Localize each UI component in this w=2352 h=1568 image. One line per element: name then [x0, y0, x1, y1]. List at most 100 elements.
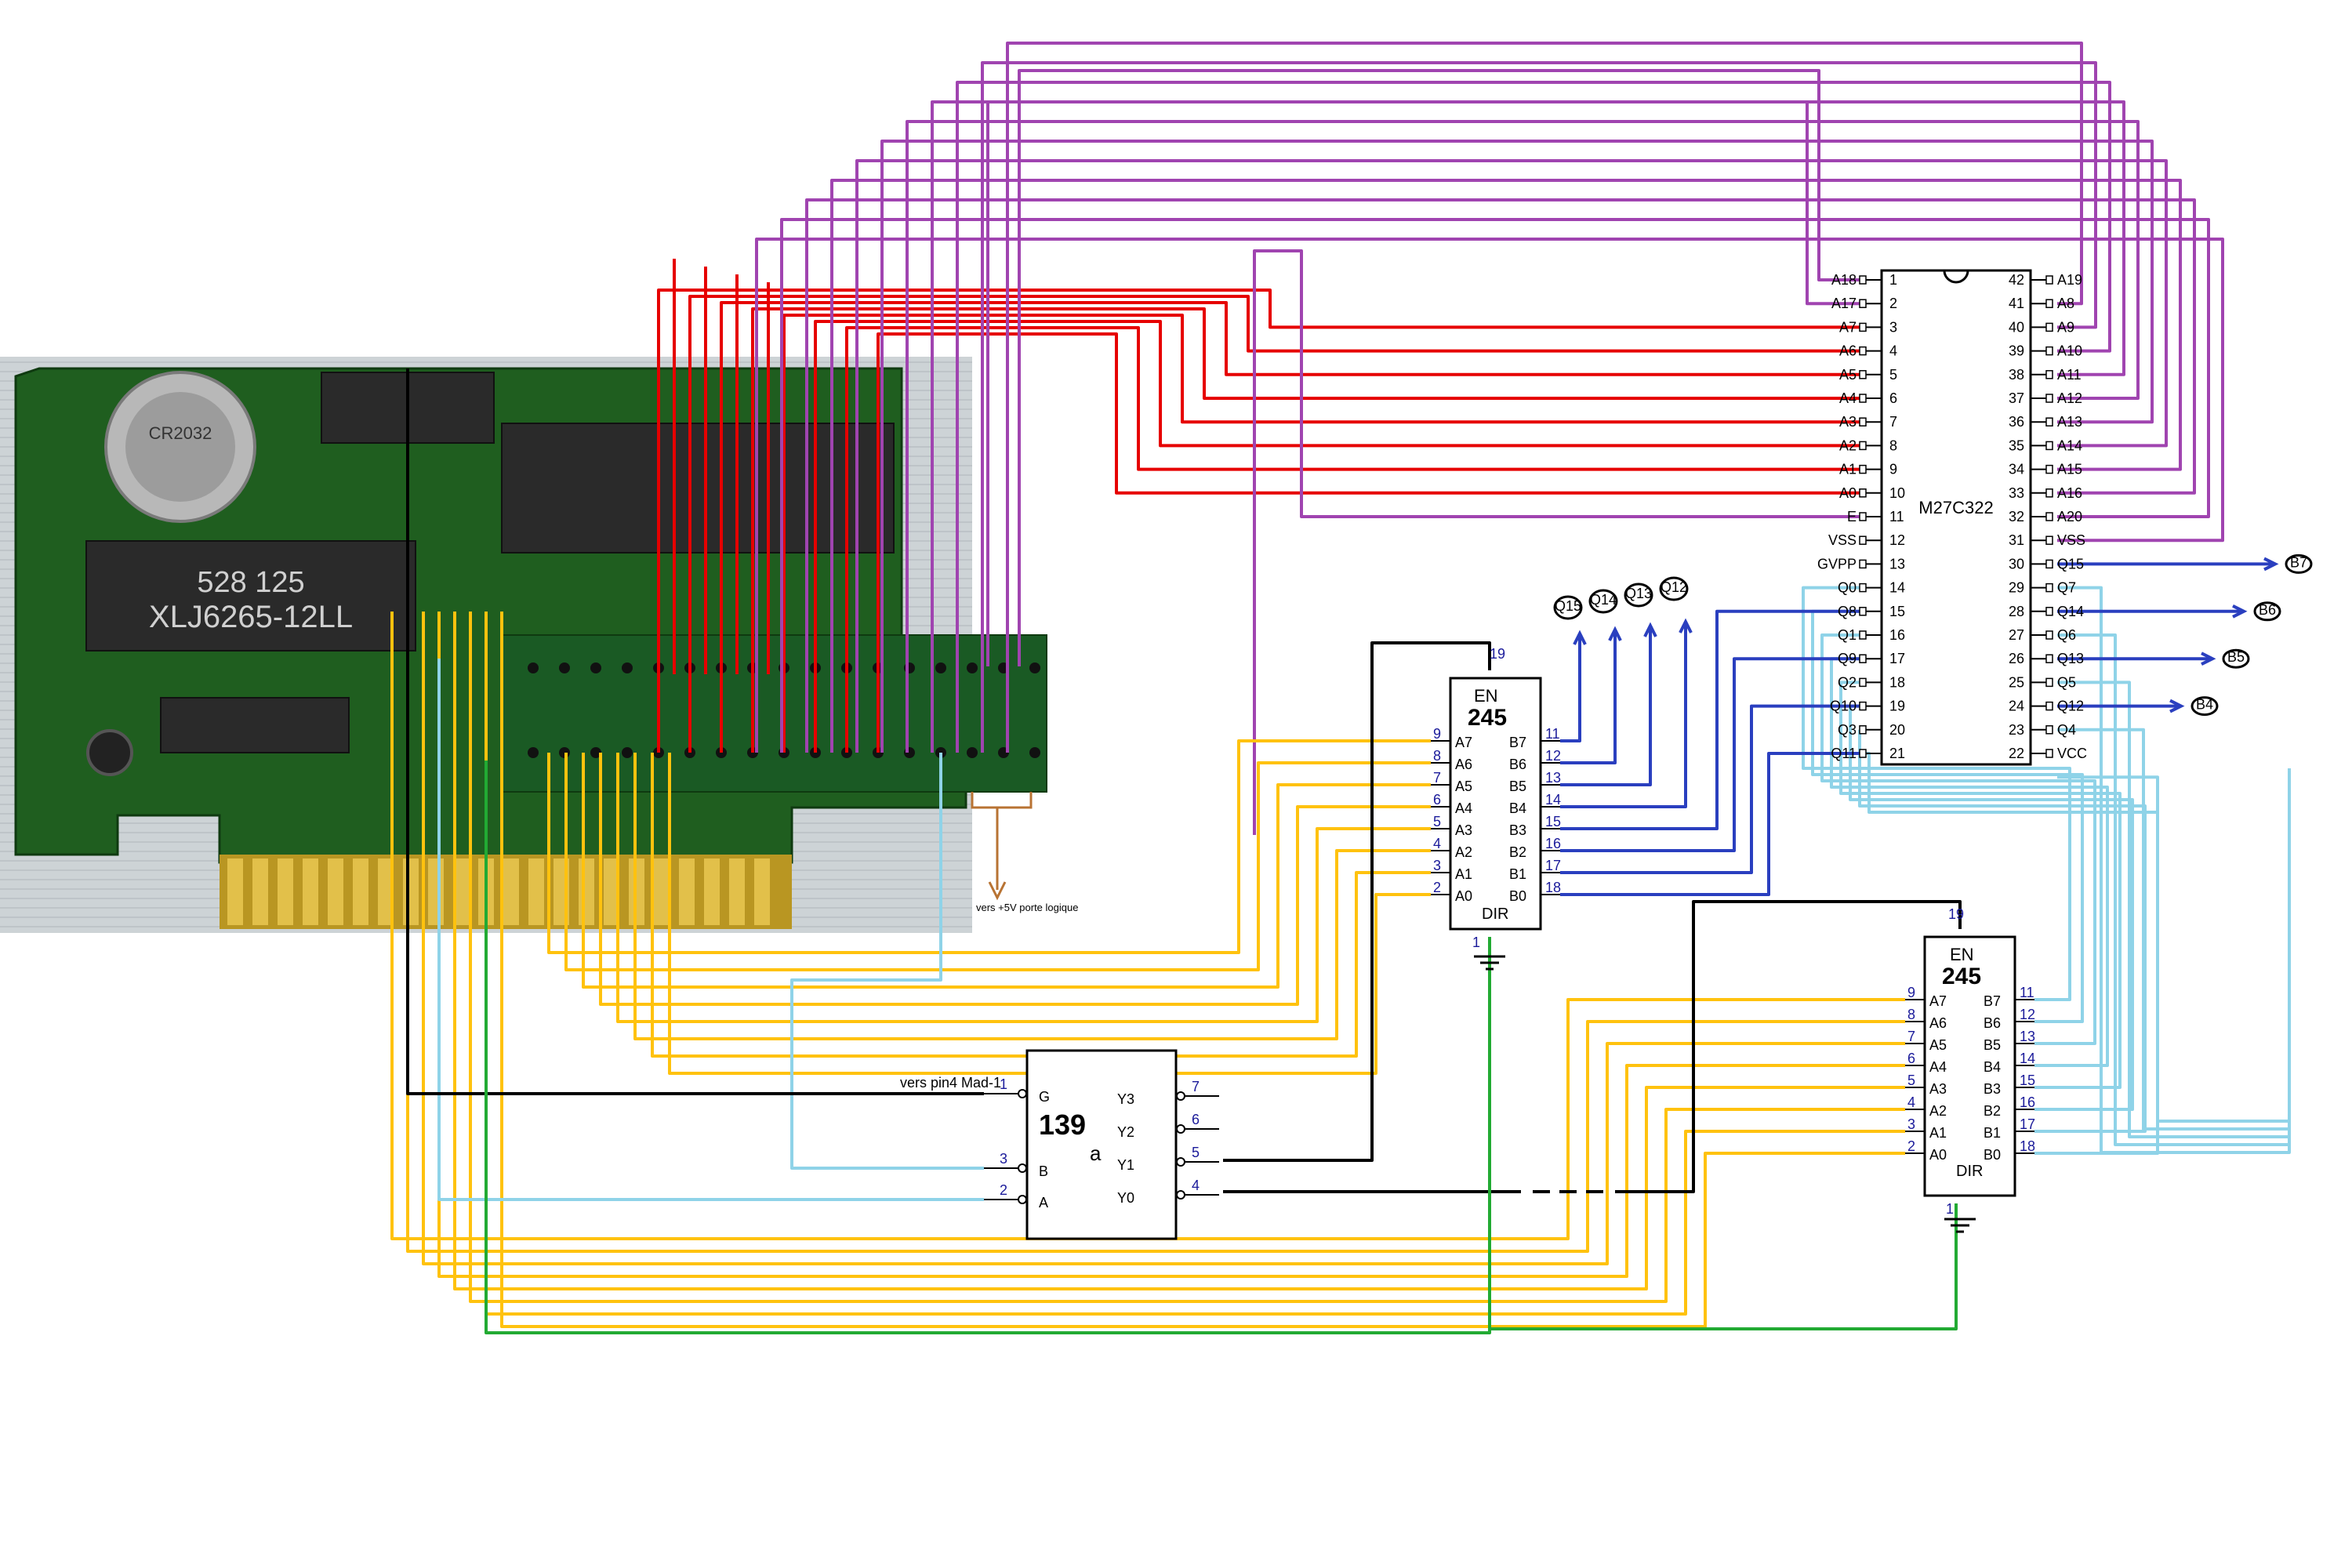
rom-pin-label: A4	[1839, 390, 1857, 406]
decoder-pin-label: B	[1039, 1163, 1048, 1179]
buffer-pin-num: 18	[2020, 1138, 2035, 1154]
output-tag	[1659, 576, 1689, 601]
rom-pin-label: A7	[1839, 319, 1857, 335]
decoder-pin-label: G	[1039, 1089, 1050, 1105]
decoder-pin-bubble	[1176, 1157, 1185, 1167]
output-tag	[2222, 648, 2250, 669]
rom-pin-label: Q10	[1830, 699, 1857, 714]
rom-pin-label: Q6	[2057, 627, 2076, 643]
rom-pin-num: 21	[1889, 746, 1905, 761]
buffer-pin-num: 8	[1907, 1007, 1915, 1022]
address-wire	[845, 326, 1860, 753]
buffer-pin-num: 17	[1545, 858, 1561, 873]
edge-finger	[604, 858, 619, 925]
buffer-pin-label: A5	[1455, 779, 1472, 794]
edge-finger	[754, 858, 770, 925]
edge-finger	[453, 858, 469, 925]
output-wire	[1560, 631, 1617, 764]
edge-finger	[679, 858, 695, 925]
rom-pin-box	[1859, 677, 1867, 688]
rom-pin-label: Q0	[1838, 580, 1857, 596]
rom-pin-num: 36	[2009, 414, 2024, 430]
edge-finger	[704, 858, 720, 925]
rom-pin-label: A13	[2057, 414, 2082, 430]
rom-pin-label: Q4	[2057, 722, 2076, 738]
rom-chip-pcb	[501, 423, 895, 554]
rom-pin-box	[1859, 275, 1867, 285]
data-wire	[582, 753, 1431, 989]
enable-wires	[406, 368, 1962, 1193]
pad	[967, 662, 978, 673]
rom-pin-num: 39	[2009, 343, 2024, 359]
rom-pin-num: 25	[2009, 674, 2024, 690]
decoder-title: 139	[1039, 1109, 1086, 1141]
rom-pin-num: 4	[1889, 343, 1897, 359]
rom-pin-label: A17	[1831, 296, 1857, 311]
output-wire	[1560, 623, 1687, 808]
buffer-pin-label: B2	[1509, 844, 1526, 860]
rom-pin-num: 13	[1889, 556, 1905, 572]
data-wire	[469, 612, 1905, 1303]
rom-pin-num: 20	[1889, 722, 1905, 738]
output-tag-label: B7	[2290, 554, 2307, 570]
rom-pin-num: 40	[2009, 319, 2024, 335]
rom-pin-box	[1859, 725, 1867, 735]
rom-pin-label: Q5	[2057, 674, 2076, 690]
rom-pin-label: Q15	[2057, 556, 2084, 572]
rom-pin-num: 10	[1889, 485, 1905, 501]
address-wire	[657, 289, 1860, 753]
rom-pin-num: 17	[1889, 651, 1905, 666]
control-wire	[2057, 768, 2291, 1123]
edge-finger	[378, 858, 394, 925]
decoder-pin-label: Y2	[1117, 1124, 1134, 1140]
rom-pin-box	[2045, 275, 2053, 285]
rom-pin-label: A12	[2057, 390, 2082, 406]
buffer-pin-num: 13	[2020, 1029, 2035, 1044]
rom-pin-box	[2045, 535, 2053, 545]
pad	[935, 662, 946, 673]
rom-pin-box	[1859, 370, 1867, 379]
rom-pin-label: VSS	[1828, 532, 1857, 548]
output-wire	[1560, 635, 1581, 742]
data-wire	[564, 753, 1431, 971]
control-wire	[437, 659, 984, 1201]
control-wire	[2057, 586, 2291, 1154]
rom-pin-num: 31	[2009, 532, 2024, 548]
rom-pin-label: A0	[1839, 485, 1857, 501]
rom-pin-label: Q7	[2057, 580, 2076, 596]
buffer-pin-num: 14	[1545, 792, 1561, 808]
buffer-pin-label: B5	[1509, 779, 1526, 794]
rom-pin-num: 11	[1889, 509, 1904, 524]
rom-pin-box	[2045, 725, 2053, 735]
rom-pin-box	[2045, 417, 2053, 426]
buffer-pin-label: A1	[1455, 866, 1472, 882]
output-tag-label: Q15	[1555, 598, 1581, 614]
rom-pin-box	[2045, 488, 2053, 498]
rom-pin-num: 7	[1889, 414, 1897, 430]
rom-pin-box	[1859, 583, 1867, 593]
rom-pin-num: 41	[2009, 296, 2024, 311]
buffer-lower-title: 245	[1942, 964, 1981, 989]
sram-marking-2: XLJ6265-12LL	[149, 600, 353, 634]
data-wire	[633, 753, 1431, 1040]
decoder-pin-label: Y0	[1117, 1190, 1134, 1206]
edge-finger	[328, 858, 343, 925]
buffer-pin-num: 2	[1907, 1138, 1915, 1154]
buffer-pin-num: 3	[1433, 858, 1441, 873]
decoder-pin-num: 1	[1000, 1076, 1007, 1092]
ground-wire	[1490, 1203, 1958, 1330]
rom-pin-num: 32	[2009, 509, 2024, 524]
upper-address-wire	[981, 61, 2097, 753]
arrow-icon	[2263, 557, 2279, 572]
output-wire	[1560, 752, 1860, 896]
buffer-pin-num: 4	[1907, 1094, 1915, 1110]
rom-pin-num: 15	[1889, 604, 1905, 619]
pad	[622, 747, 633, 758]
pad	[559, 662, 570, 673]
output-wire	[1560, 704, 1860, 874]
rom-pin-label: Q9	[1838, 651, 1857, 666]
rom-pin-num: 16	[1889, 627, 1905, 643]
rom-pin-num: 30	[2009, 556, 2024, 572]
rom-pin-box	[1859, 607, 1867, 616]
upper-address-wire	[805, 198, 2196, 753]
